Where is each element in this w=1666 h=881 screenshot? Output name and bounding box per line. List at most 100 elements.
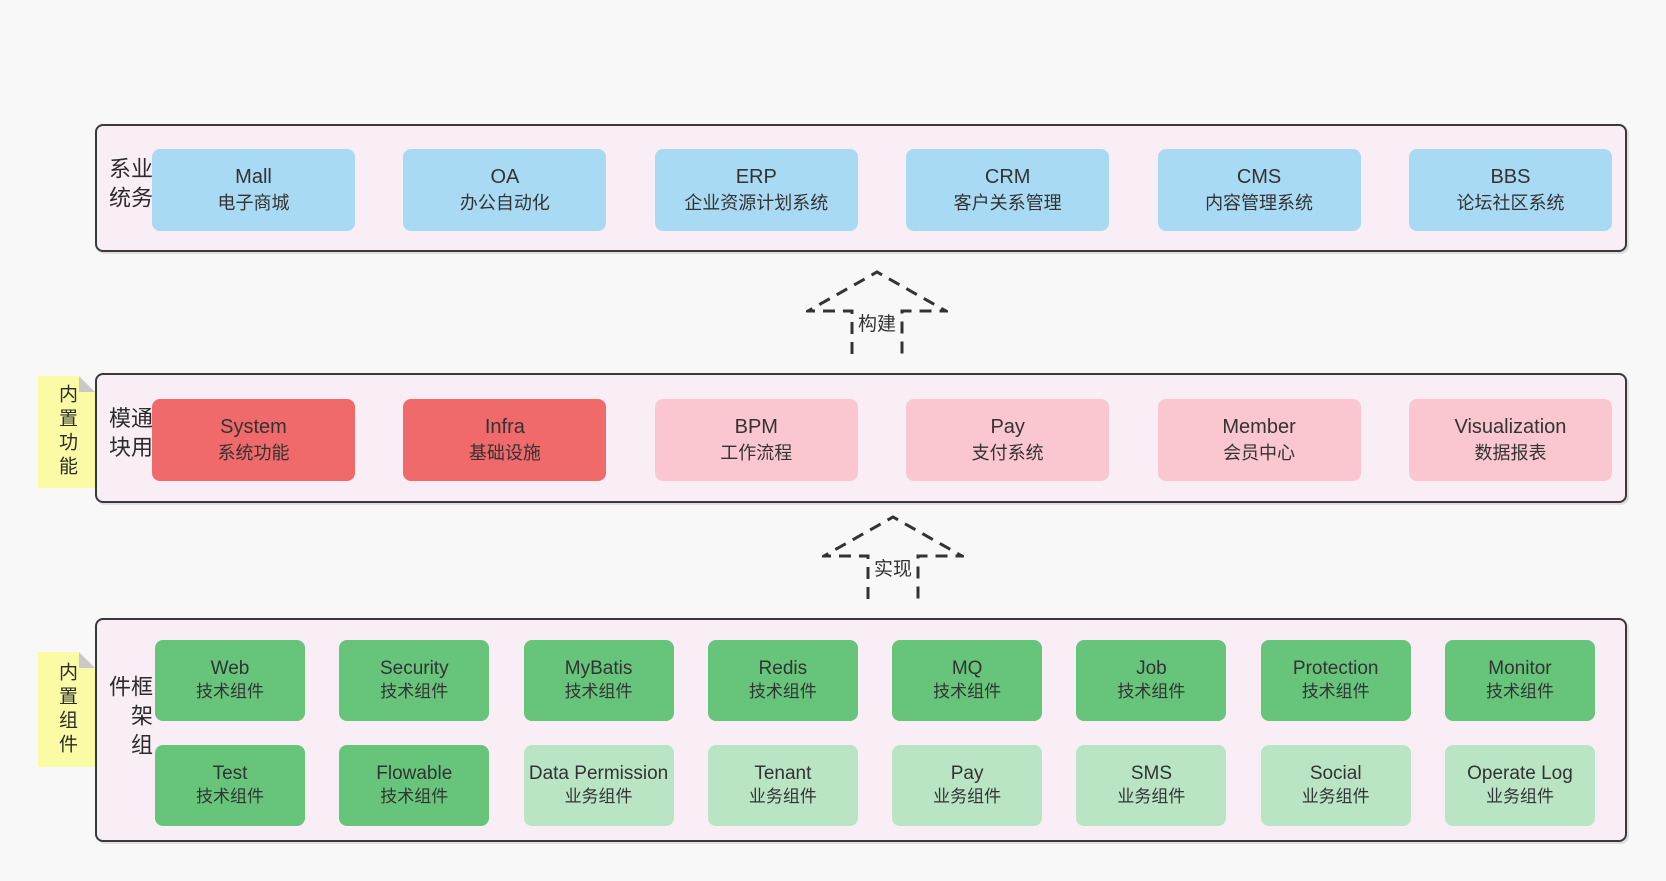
comp-web: Web 技术组件	[155, 640, 305, 721]
node-bbs: BBS 论坛社区系统	[1408, 149, 1612, 231]
node-sub: 内容管理系统	[1205, 193, 1314, 214]
node-cms: CMS 内容管理系统	[1157, 149, 1361, 231]
comp-tenant: Tenant 业务组件	[707, 745, 858, 826]
dashed-up-arrow-build: 构建	[806, 270, 948, 354]
node-sub: 电子商城	[217, 193, 290, 214]
node-name: Redis	[758, 658, 808, 680]
node-name: MyBatis	[564, 658, 633, 680]
node-name: Pay	[950, 763, 984, 785]
node-sub: 数据报表	[1474, 443, 1547, 464]
node-sub: 业务组件	[933, 786, 1002, 806]
node-sub: 技术组件	[1117, 681, 1186, 701]
node-bpm: BPM 工作流程	[654, 399, 858, 481]
node-name: Flowable	[376, 763, 453, 785]
comp-security: Security 技术组件	[339, 640, 490, 721]
comp-mybatis: MyBatis 技术组件	[523, 640, 674, 721]
node-name: SMS	[1130, 763, 1172, 785]
node-sub: 工作流程	[720, 443, 793, 464]
node-name: BBS	[1490, 166, 1531, 189]
panel-framework-components: 框架组件 Web 技术组件 Security 技术组件 MyBatis 技术组件…	[95, 618, 1627, 842]
up-arrow-icon	[806, 270, 948, 354]
note-text: 内置功能	[56, 384, 77, 480]
node-sub: 技术组件	[748, 681, 817, 701]
node-infra: Infra 基础设施	[403, 399, 607, 481]
comp-pay: Pay 业务组件	[892, 745, 1043, 826]
node-name: Operate Log	[1467, 763, 1573, 785]
node-sub: 技术组件	[1301, 681, 1370, 701]
node-name: ERP	[735, 166, 777, 189]
comp-mq: MQ 技术组件	[892, 640, 1043, 721]
arrow-label-implement: 实现	[870, 554, 916, 581]
comp-monitor: Monitor 技术组件	[1444, 640, 1595, 721]
comp-protection: Protection 技术组件	[1260, 640, 1411, 721]
sticky-note-built-in-components: 内置组件	[38, 652, 95, 767]
node-name: Infra	[484, 416, 525, 439]
node-sub: 支付系统	[971, 443, 1044, 464]
node-name: Tenant	[754, 763, 812, 785]
arrow-label-build: 构建	[854, 309, 900, 336]
node-name: Monitor	[1488, 658, 1552, 680]
panel-label-framework-components: 框架组件	[106, 675, 153, 762]
node-sub: 业务组件	[1485, 786, 1554, 806]
node-sub: 技术组件	[380, 786, 449, 806]
node-name: Protection	[1292, 658, 1379, 680]
node-sub: 业务组件	[1301, 786, 1370, 806]
node-name: Test	[212, 763, 248, 785]
node-name: Data Permission	[528, 763, 669, 785]
node-sub: 技术组件	[380, 681, 449, 701]
node-sub: 业务组件	[748, 786, 817, 806]
node-sub: 技术组件	[933, 681, 1002, 701]
node-sub: 业务组件	[1117, 786, 1186, 806]
node-sub: 技术组件	[564, 681, 633, 701]
node-sub: 会员中心	[1223, 443, 1296, 464]
comp-job: Job 技术组件	[1076, 640, 1227, 721]
node-name: OA	[490, 166, 520, 189]
node-name: CMS	[1236, 166, 1282, 189]
node-sub: 企业资源计划系统	[684, 193, 829, 214]
dashed-up-arrow-implement: 实现	[822, 515, 964, 599]
node-name: MQ	[951, 658, 983, 680]
node-sub: 技术组件	[1485, 681, 1554, 701]
node-mall: Mall 电子商城	[152, 149, 355, 231]
node-name: Social	[1309, 763, 1362, 785]
comp-data-permission: Data Permission 业务组件	[523, 745, 674, 826]
comp-operate-log: Operate Log 业务组件	[1444, 745, 1595, 826]
node-name: BPM	[734, 416, 778, 439]
node-sub: 技术组件	[196, 681, 264, 701]
node-name: Member	[1222, 416, 1296, 439]
node-sub: 技术组件	[196, 786, 264, 806]
comp-test: Test 技术组件	[155, 745, 305, 826]
node-name: CRM	[984, 166, 1031, 189]
node-erp: ERP 企业资源计划系统	[654, 149, 858, 231]
comp-sms: SMS 业务组件	[1076, 745, 1227, 826]
node-sub: 论坛社区系统	[1456, 193, 1565, 214]
node-name: Pay	[990, 416, 1025, 439]
node-name: System	[220, 416, 287, 439]
note-fold-corner-icon	[79, 376, 95, 392]
panel-label-common-modules: 通用模块	[106, 406, 153, 465]
node-name: Mall	[235, 166, 272, 189]
node-sub: 基础设施	[468, 443, 541, 464]
comp-redis: Redis 技术组件	[707, 640, 858, 721]
panel-common-modules: 通用模块 System 系统功能 Infra 基础设施 BPM 工作流程 Pay…	[95, 373, 1627, 503]
node-sub: 客户关系管理	[953, 193, 1062, 214]
comp-flowable: Flowable 技术组件	[339, 745, 490, 826]
node-sub: 业务组件	[564, 786, 633, 806]
up-arrow-icon	[822, 515, 964, 599]
node-name: Job	[1136, 658, 1167, 680]
node-name: Security	[379, 658, 449, 680]
node-pay-system: Pay 支付系统	[906, 399, 1110, 481]
node-member: Member 会员中心	[1157, 399, 1361, 481]
panel-label-business-systems: 业务系统	[106, 157, 153, 215]
panel-business-systems: 业务系统 Mall 电子商城 OA 办公自动化 ERP 企业资源计划系统 CRM…	[95, 124, 1627, 252]
node-name: Web	[210, 658, 250, 680]
node-sub: 办公自动化	[459, 193, 550, 214]
sticky-note-built-in-features: 内置功能	[38, 376, 95, 488]
node-sub: 系统功能	[217, 443, 290, 464]
node-oa: OA 办公自动化	[403, 149, 607, 231]
node-visualization: Visualization 数据报表	[1408, 399, 1612, 481]
note-text: 内置组件	[56, 661, 77, 758]
node-system: System 系统功能	[152, 399, 355, 481]
node-crm: CRM 客户关系管理	[906, 149, 1110, 231]
note-fold-corner-icon	[79, 652, 95, 668]
